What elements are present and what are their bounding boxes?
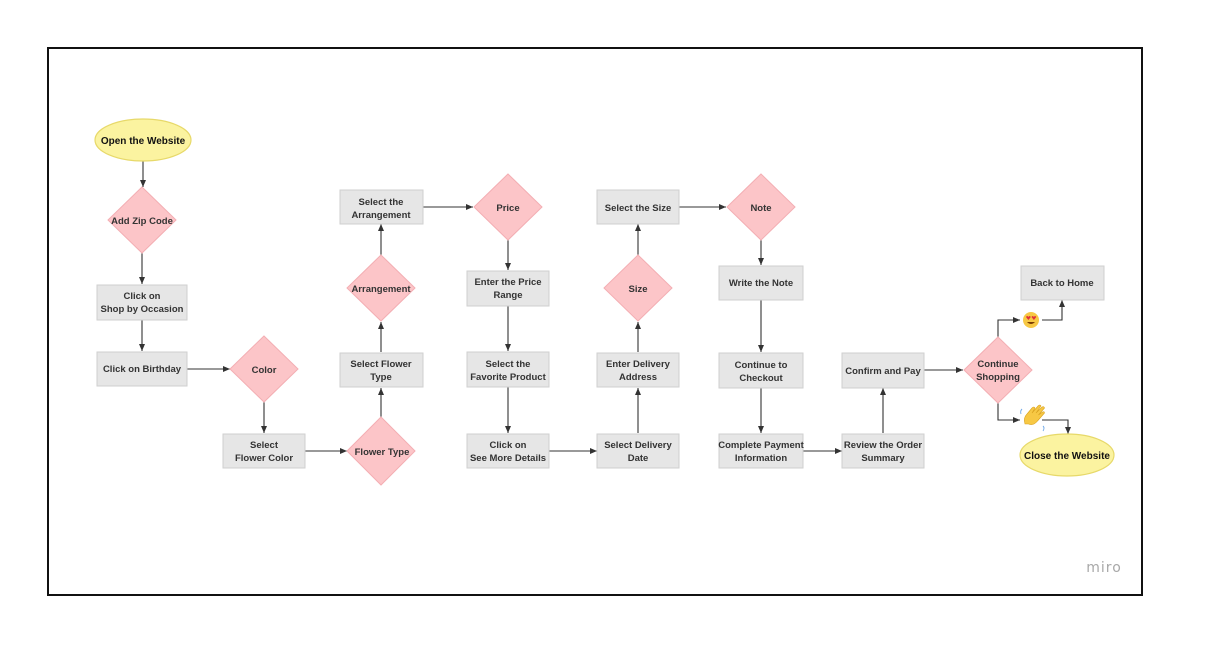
decision-add-zip-code: Add Zip Code [107,186,177,254]
decision-size: Size [603,254,673,322]
terminal-close-website: Close the Website [1019,433,1115,477]
process-select-size: Select the Size [596,189,680,225]
decision-color: Color [229,335,299,403]
process-select-flower-type-line1: Select Flower [350,359,412,370]
process-see-more-details: Click on See More Details [466,433,550,469]
terminal-open-website: Open the Website [94,118,192,162]
process-click-birthday: Click on Birthday [96,351,188,387]
process-select-size-label: Select the Size [605,203,672,214]
process-select-arrangement: Select the Arrangement [339,189,424,225]
process-enter-price-range-line1: Enter the Price [474,277,541,288]
process-enter-price-range-line2: Range [493,290,522,301]
process-select-flower-type-line2: Type [370,372,391,383]
decision-flower-type: Flower Type [346,416,416,486]
process-write-note: Write the Note [718,265,804,301]
edge-emoji-yes-to-home [1042,300,1065,321]
process-select-favorite-product-line2: Favorite Product [470,372,546,383]
process-select-favorite-product: Select the Favorite Product [466,351,550,388]
edges [139,161,1071,454]
process-select-flower-type: Select Flower Type [339,352,424,388]
terminal-open-website-label: Open the Website [101,136,186,147]
decision-note: Note [726,173,796,241]
process-continue-checkout-line2: Checkout [739,373,783,384]
waving-hand-emoji-icon [1020,404,1045,432]
miro-watermark: miro [1086,560,1122,576]
process-confirm-pay: Confirm and Pay [841,352,925,389]
board-frame [47,47,1143,596]
process-write-note-label: Write the Note [729,278,793,289]
decision-arrangement-label: Arrangement [351,284,411,295]
decision-color-label: Color [252,365,277,376]
process-review-order: Review the Order Summary [841,433,925,469]
process-enter-delivery-address-line1: Enter Delivery [606,359,671,370]
decision-price-label: Price [496,203,519,214]
process-enter-delivery-address: Enter Delivery Address [596,352,680,388]
process-enter-delivery-address-line2: Address [619,372,657,383]
decision-flower-type-label: Flower Type [355,447,410,458]
process-shop-by-occasion-line2: Shop by Occasion [101,304,184,315]
process-see-more-details-line2: See More Details [470,453,546,464]
process-select-delivery-date-line1: Select Delivery [604,440,672,451]
process-continue-checkout: Continue to Checkout [718,352,804,389]
process-click-birthday-label: Click on Birthday [103,364,182,375]
process-select-arrangement-line2: Arrangement [351,210,411,221]
edge-continue-to-emoji-yes [997,317,1020,337]
process-select-flower-color: Select Flower Color [222,433,306,469]
process-enter-price-range: Enter the Price Range [466,270,550,307]
decision-add-zip-code-label: Add Zip Code [111,216,173,227]
process-continue-checkout-line1: Continue to [735,360,788,371]
process-select-delivery-date-line2: Date [628,453,649,464]
process-back-home: Back to Home [1020,265,1105,301]
edge-continue-to-emoji-no [997,403,1020,423]
decision-continue-shopping: Continue Shopping [963,336,1033,404]
process-shop-by-occasion-line1: Click on [124,291,161,302]
process-select-favorite-product-line1: Select the [486,359,531,370]
decision-size-label: Size [628,284,647,295]
decision-price: Price [473,173,543,241]
process-see-more-details-line1: Click on [490,440,527,451]
process-complete-payment: Complete Payment Information [718,433,805,469]
process-select-flower-color-line1: Select [250,440,279,451]
process-complete-payment-line2: Information [735,453,787,464]
decision-continue-shopping-line1: Continue [977,359,1018,370]
process-review-order-line2: Summary [861,453,905,464]
process-select-arrangement-line1: Select the [359,197,404,208]
decision-arrangement: Arrangement [346,254,416,322]
process-confirm-pay-label: Confirm and Pay [845,366,921,377]
process-select-delivery-date: Select Delivery Date [596,433,680,469]
edge-emoji-no-to-close [1042,419,1071,434]
process-select-flower-color-line2: Flower Color [235,453,293,464]
heart-eyes-emoji-icon [1023,312,1039,328]
decision-note-label: Note [750,203,771,214]
decision-continue-shopping-line2: Shopping [976,372,1020,383]
process-shop-by-occasion: Click on Shop by Occasion [96,284,188,321]
process-review-order-line1: Review the Order [844,440,922,451]
process-back-home-label: Back to Home [1030,278,1093,289]
process-complete-payment-line1: Complete Payment [718,440,804,451]
terminal-close-website-label: Close the Website [1024,451,1110,462]
